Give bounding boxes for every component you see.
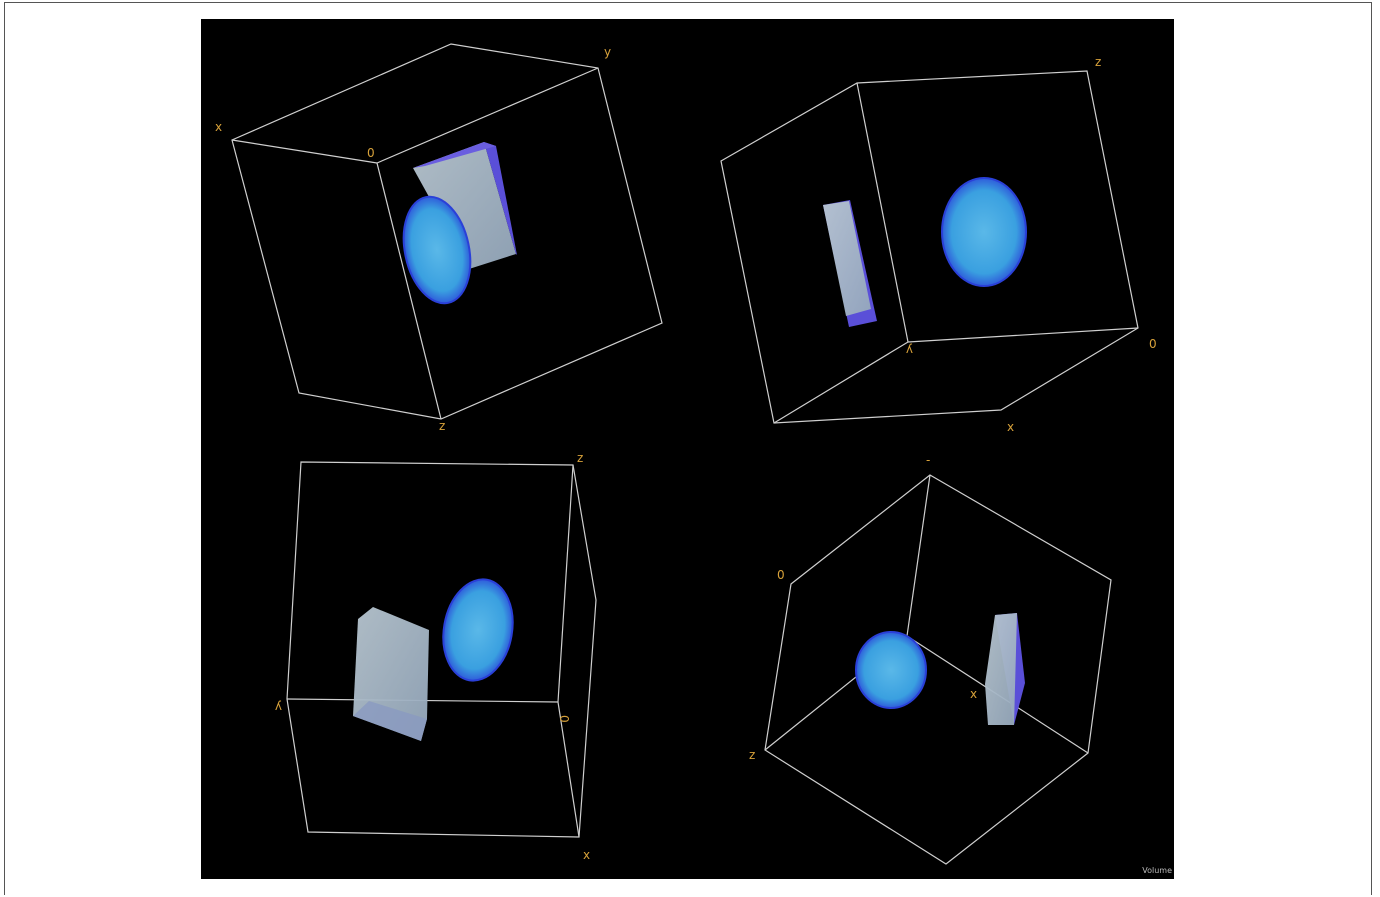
axis-label-z: z <box>439 419 445 433</box>
figure-frame <box>4 2 1372 895</box>
box-object <box>413 142 517 269</box>
axis-label-x: x <box>583 848 590 862</box>
ellipsoid-object <box>402 195 472 305</box>
box-edge <box>856 82 909 343</box>
axis-label-x: x <box>215 120 222 134</box>
view-bottom-right[interactable] <box>764 474 1112 865</box>
axis-label-origin: 0 <box>367 146 375 160</box>
box-object <box>353 607 429 741</box>
box-object <box>823 200 877 327</box>
status-label: Volume <box>1142 866 1172 875</box>
axis-label-origin: 0 <box>557 715 571 723</box>
box-edge <box>773 341 909 424</box>
box-edge <box>906 474 931 637</box>
bounding-box-wireframe <box>720 70 1139 424</box>
axis-label-y: y <box>275 700 282 714</box>
ellipsoid-object <box>442 578 514 682</box>
volume-render-canvas[interactable]: x y z 0 z 0 x y z x y 0 <box>201 19 1174 879</box>
axis-label-y: y <box>906 343 913 357</box>
box-edge <box>376 67 599 164</box>
axis-label-x: x <box>970 687 977 701</box>
bounding-box-wireframe <box>764 474 1112 865</box>
bounding-box-wireframe <box>286 461 597 838</box>
axis-label-top: - <box>926 453 930 467</box>
box-object <box>985 613 1025 725</box>
box-edge <box>907 327 1139 343</box>
ellipsoid-object <box>941 177 1027 287</box>
bounding-box-wireframe <box>231 43 663 420</box>
view-top-right[interactable] <box>720 70 1139 424</box>
axis-label-origin: 0 <box>777 568 785 582</box>
axis-label-z: z <box>749 748 755 762</box>
box-edge <box>376 162 442 420</box>
axis-label-y: y <box>604 45 611 59</box>
volume-render-viewport[interactable]: x y z 0 z 0 x y z x y 0 <box>201 19 1174 879</box>
view-top-left[interactable] <box>231 43 663 420</box>
ellipsoid-object <box>855 631 927 709</box>
axis-label-x: x <box>1007 420 1014 434</box>
box-edge <box>231 139 378 164</box>
axis-label-origin: 0 <box>1149 337 1157 351</box>
box-edge <box>557 701 580 838</box>
axis-label-z: z <box>577 451 583 465</box>
axis-label-z: z <box>1095 55 1101 69</box>
view-bottom-left[interactable] <box>286 461 597 838</box>
box-edge <box>557 464 574 703</box>
